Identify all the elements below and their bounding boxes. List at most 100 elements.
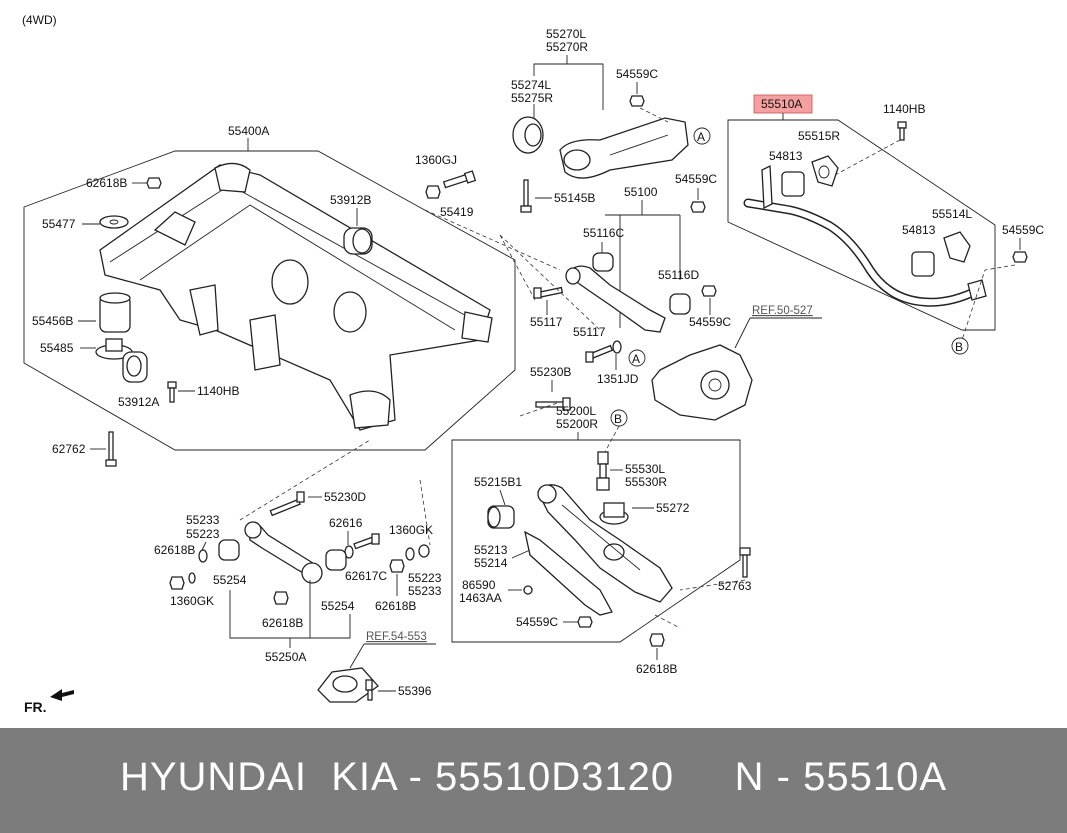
bolt-52763-icon	[739, 547, 751, 578]
bolt-62762-icon	[105, 431, 117, 467]
washer-55223-left-icon	[198, 549, 208, 563]
washer-55477-icon	[99, 215, 129, 229]
label-62616: 62616	[329, 516, 363, 530]
bushing-55254-left-icon	[218, 539, 240, 561]
mount-ref-54-553-icon	[317, 667, 379, 703]
label-55419: 55419	[440, 205, 474, 219]
nut-54559c-right-icon	[1012, 251, 1028, 263]
label-55275r: 55275R	[511, 91, 553, 105]
bolt-1140hb-lower-icon	[167, 381, 177, 403]
label-55514l: 55514L	[932, 207, 972, 221]
label-55233-right: 55233	[408, 584, 442, 598]
label-55270r: 55270R	[546, 40, 588, 54]
label-1140hb-top: 1140HB	[883, 102, 925, 116]
label-55223-right: 55223	[408, 571, 442, 585]
label-62617c: 62617C	[345, 569, 387, 583]
label-55400a: 55400A	[228, 124, 269, 138]
trailing-arm-icon	[559, 117, 689, 179]
label-1463aa: 1463AA	[459, 591, 502, 605]
label-55116c: 55116C	[583, 226, 624, 240]
label-55250a: 55250A	[265, 650, 306, 664]
label-55233-left: 55233	[186, 513, 220, 527]
label-55200r: 55200R	[556, 417, 598, 431]
label-62618b-right: 62618B	[375, 599, 416, 613]
bolt-55117-top-icon	[533, 286, 564, 299]
lower-arm-group-border	[451, 439, 741, 643]
label-55272: 55272	[656, 501, 690, 515]
callout-a-knuckle	[628, 349, 646, 367]
label-55223-left: 55223	[186, 527, 220, 541]
washer-55223-right-icon	[418, 544, 430, 558]
label-55270l: 55270L	[546, 27, 586, 41]
label-55477: 55477	[42, 217, 76, 231]
label-55215b1: 55215B1	[474, 475, 522, 489]
label-55530r: 55530R	[625, 475, 667, 489]
bolt-55419-icon	[442, 170, 477, 189]
label-54559c-top: 54559C	[616, 67, 658, 81]
variant-label: (4WD)	[22, 13, 57, 27]
bolt-1140hb-top-icon	[897, 121, 907, 141]
label-55254-right: 55254	[321, 599, 355, 613]
nut-54559c-upper-icon	[690, 201, 706, 213]
label-55117-top: 55117	[530, 315, 563, 329]
label-62618b-lower: 62618B	[636, 662, 677, 676]
label-55254-left: 55254	[213, 573, 247, 587]
bushing-55116c-icon	[592, 252, 614, 272]
bolt-55117-bottom-icon	[585, 344, 614, 363]
bushing-55215b1-icon	[487, 505, 515, 529]
label-62618b-topleft: 62618B	[86, 176, 127, 190]
stabilizer-group-border	[727, 119, 996, 331]
mount-55485-icon	[95, 338, 133, 360]
svg-text:B: B	[955, 340, 963, 354]
label-54559c-arm: 54559C	[689, 315, 731, 329]
svg-text:B: B	[614, 412, 622, 426]
stabilizer-bar-icon	[743, 164, 987, 307]
label-53912b: 53912B	[330, 193, 371, 207]
label-55530l: 55530L	[625, 462, 665, 476]
label-55116d: 55116D	[658, 268, 699, 282]
ref-50-527: REF.50-527	[752, 305, 813, 317]
label-1351jd: 1351JD	[597, 372, 639, 386]
crossmember-subframe	[99, 162, 493, 431]
label-62762: 62762	[52, 442, 86, 456]
cover-55213-icon	[524, 530, 613, 616]
label-1360gk-left: 1360GK	[170, 594, 214, 608]
ref-54-553: REF.54-553	[366, 631, 427, 643]
bushing-53912a-icon	[122, 351, 148, 383]
label-54559c-right: 54559C	[1002, 223, 1044, 237]
clip-86590-icon	[523, 585, 533, 595]
upper-arm-icon	[565, 265, 666, 333]
bolt-55145b-icon	[520, 179, 532, 213]
label-1360gk-right: 1360GK	[389, 523, 433, 537]
label-86590: 86590	[462, 578, 496, 592]
part-number-text: HYUNDAI KIA - 55510D3120 N - 55510A	[119, 755, 948, 799]
bracket-55515r-icon	[811, 155, 839, 187]
label-55213: 55213	[474, 543, 508, 557]
part-number-banner: HYUNDAI KIA - 55510D3120 N - 55510A	[0, 728, 1067, 833]
link-55530-icon	[596, 451, 610, 491]
label-62618b-bottom: 62618B	[262, 616, 303, 630]
label-55274l: 55274L	[511, 78, 551, 92]
label-54559c-lower: 54559C	[516, 615, 558, 629]
label-55510a: 55510A	[761, 97, 802, 111]
label-53912a: 53912A	[118, 395, 159, 409]
label-55117-bottom: 55117	[573, 325, 606, 339]
label-54559c-upper: 54559C	[675, 172, 717, 186]
callout-a-top	[693, 127, 711, 145]
bushing-55254-right-icon	[325, 549, 347, 571]
nut-62618b-lower-icon	[649, 633, 665, 647]
label-55100: 55100	[624, 185, 658, 199]
bolt-55396-icon	[365, 679, 373, 701]
nut-1360gk-right-icon	[389, 559, 405, 573]
bushing-54813-bottom-icon	[911, 251, 935, 277]
spring-seat-55272-icon	[599, 502, 629, 525]
label-55145b: 55145B	[554, 191, 595, 205]
svg-text:A: A	[632, 352, 640, 366]
nut-1360gj-icon	[425, 185, 441, 199]
parts-diagram: (4WD) 55400A 62618B 55477 53912B 1360GJ …	[22, 13, 1044, 715]
label-55230b: 55230B	[530, 365, 571, 379]
label-1140hb-lower: 1140HB	[197, 384, 239, 398]
label-55230d: 55230D	[324, 490, 366, 504]
lateral-link-icon	[244, 521, 323, 584]
bolt-55230d-icon	[269, 491, 305, 517]
